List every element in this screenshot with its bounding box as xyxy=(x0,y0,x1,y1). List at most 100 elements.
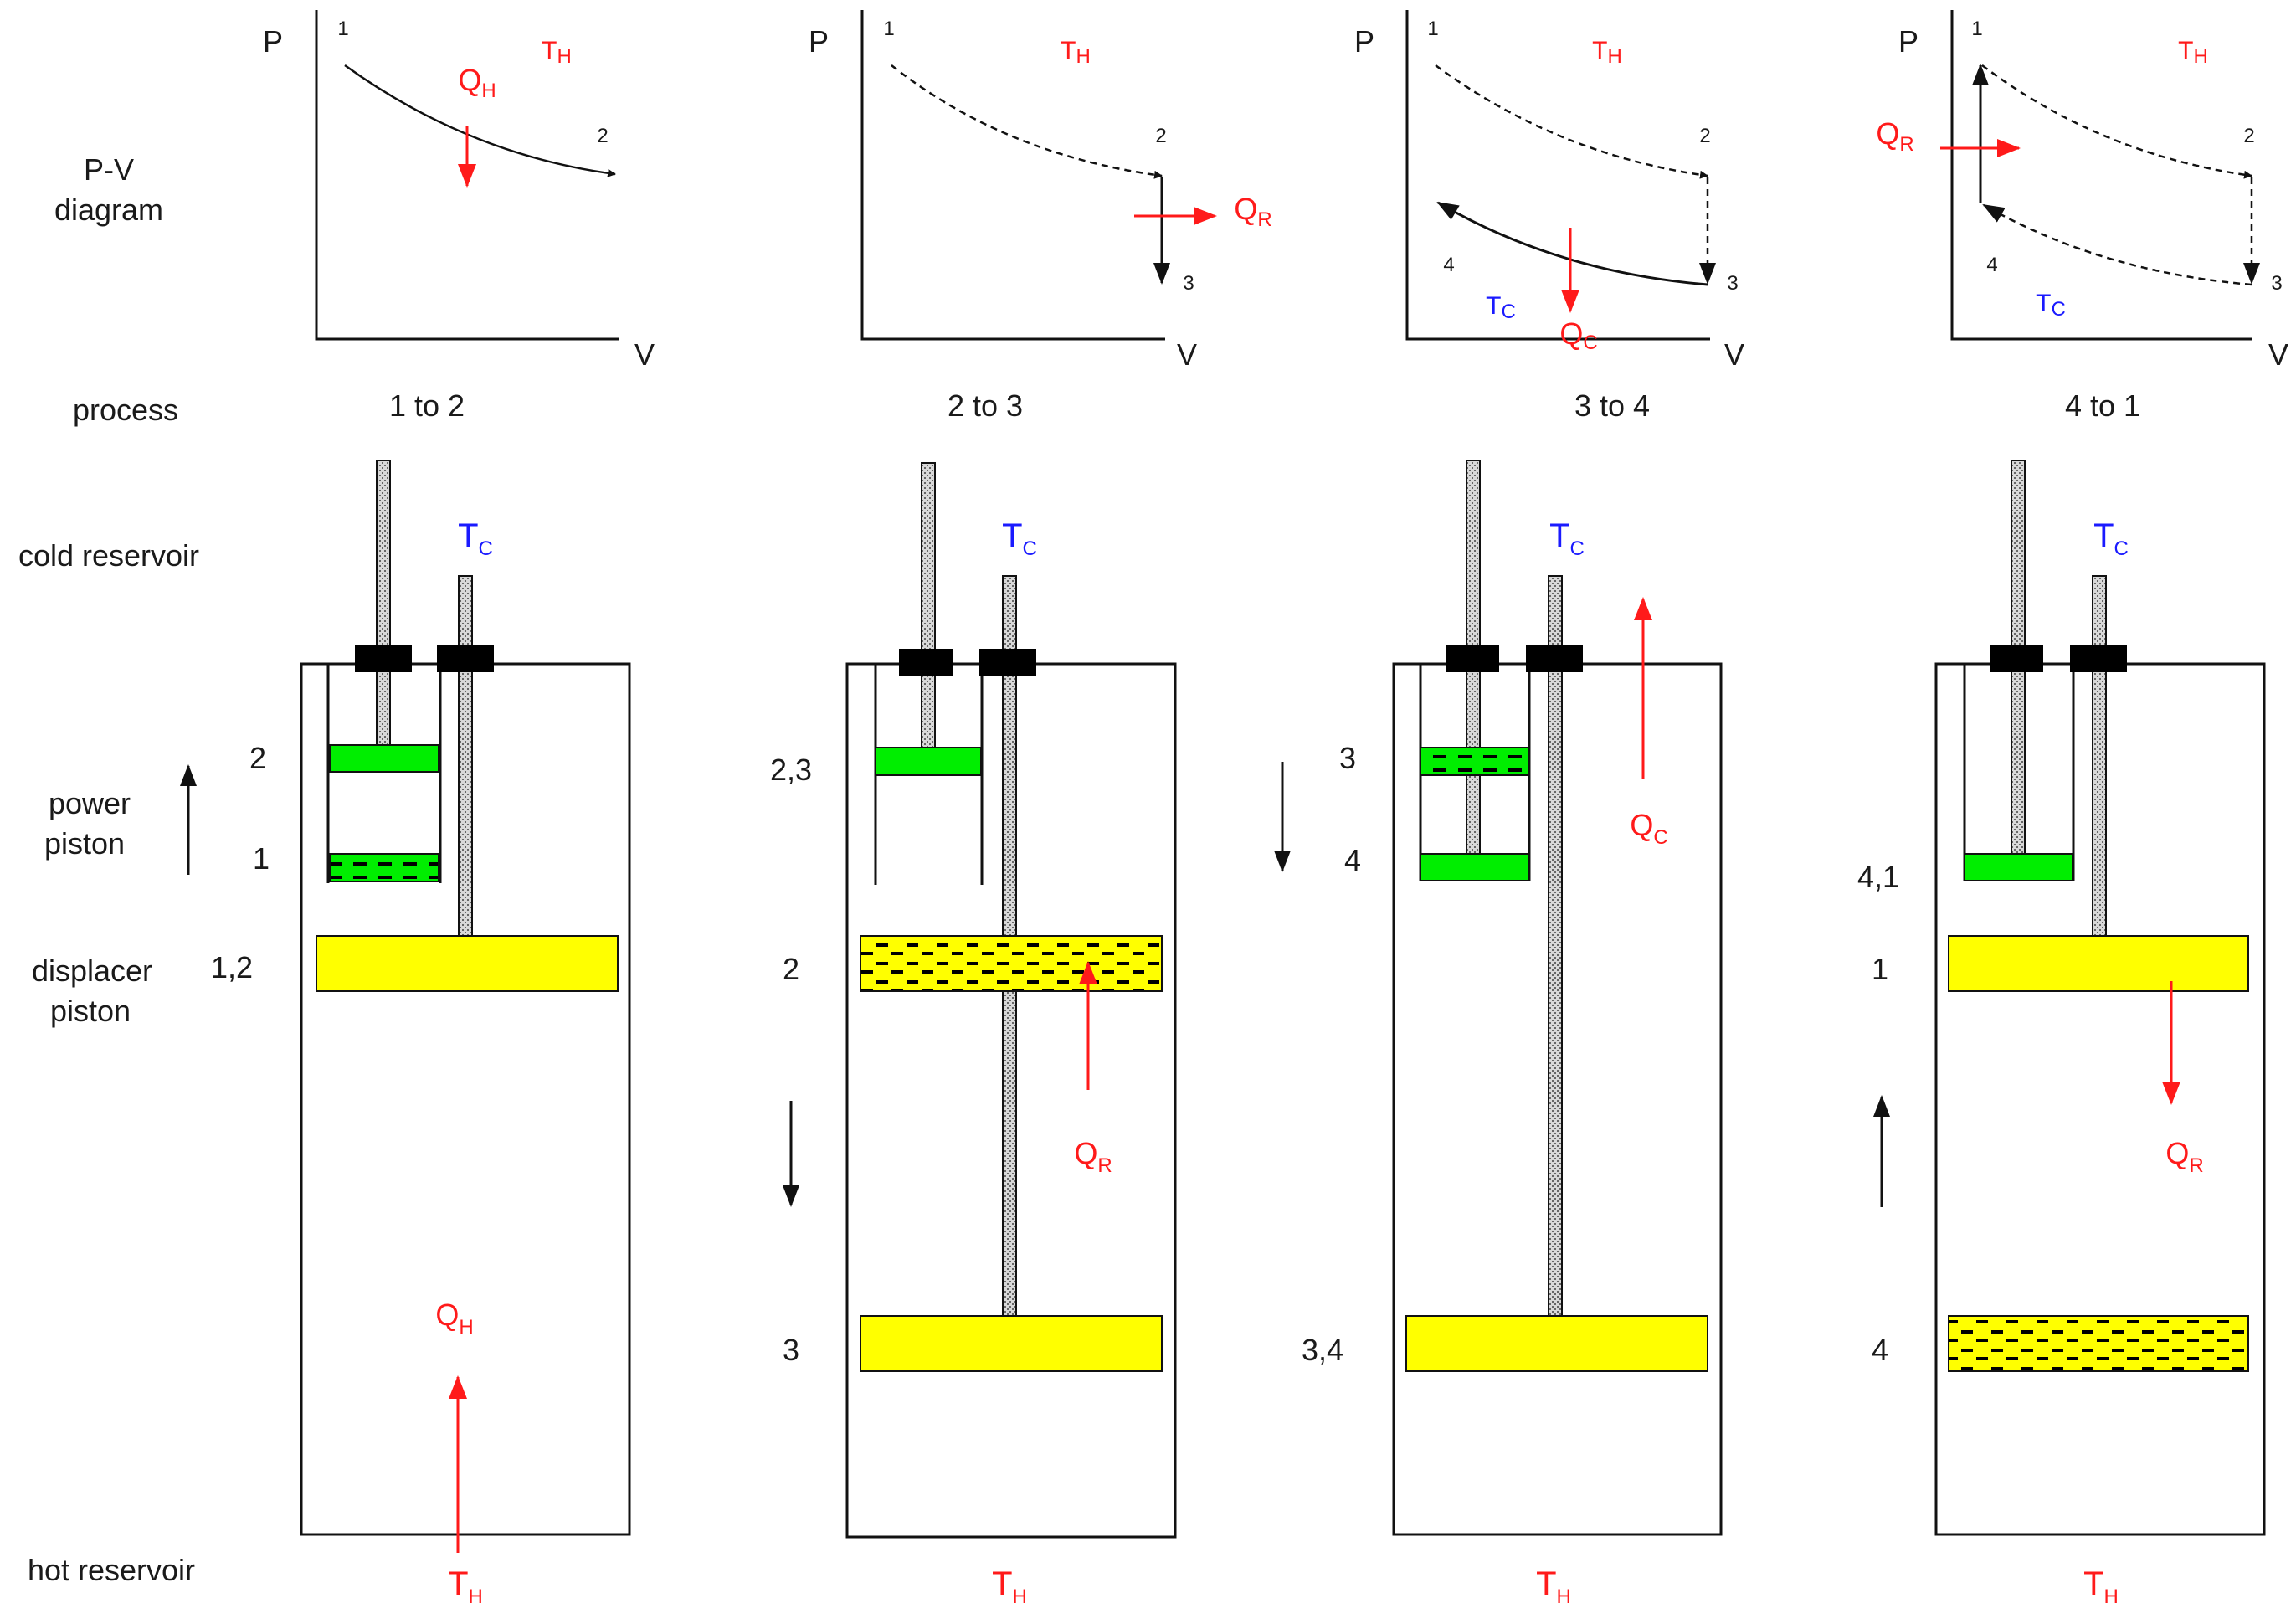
displacer-rod-seal xyxy=(979,649,1036,676)
displacer-piston xyxy=(316,935,619,992)
state-power-3: 3 xyxy=(1339,741,1356,775)
pv-point-1: 1 xyxy=(1427,18,1438,40)
panel-4: P V 1 2 3 4 TH TC QR 4 to 1 TC xyxy=(1857,10,2288,1608)
cylinder-3 xyxy=(1392,460,1723,1536)
displacer-piston-rod xyxy=(458,575,473,937)
isotherm-hot-dashed xyxy=(1981,64,2252,179)
pv-axes xyxy=(315,10,619,341)
pv-point-1: 1 xyxy=(883,18,894,40)
state-power-23: 2,3 xyxy=(770,753,812,787)
displacer-piston xyxy=(860,1315,1163,1372)
state-power-1: 1 xyxy=(253,841,270,876)
label-qr-pv: QR xyxy=(1234,192,1271,231)
label-qc-pv: QC xyxy=(1559,316,1597,354)
pv-diagram-4: P V 1 2 3 4 TH TC QR xyxy=(1876,10,2288,372)
power-piston xyxy=(1420,853,1529,881)
power-piston-previous xyxy=(329,853,439,882)
state-power-41: 4,1 xyxy=(1857,860,1899,894)
displacer-rod-seal xyxy=(437,645,494,672)
state-displacer-1: 1 xyxy=(1872,952,1888,986)
power-piston-previous xyxy=(1420,747,1529,776)
axis-p: P xyxy=(263,24,283,59)
panel-3: P V 1 2 3 4 TH TC QC 3 to 4 TC xyxy=(1274,10,1744,1608)
displacer-rod-seal xyxy=(2070,645,2127,672)
axis-v: V xyxy=(634,337,655,372)
row-labels: P-V diagram process cold reservoir power… xyxy=(18,152,199,1587)
axis-v: V xyxy=(1724,337,1744,372)
label-tc-4: TC xyxy=(2093,517,2129,560)
process-label-3: 3 to 4 xyxy=(1574,388,1650,423)
label-th-pv: TH xyxy=(542,37,572,68)
pv-diagram-1: P V 1 2 TH QH xyxy=(263,10,655,372)
process-label-4: 4 to 1 xyxy=(2065,388,2140,423)
label-qr-cylinder: QR xyxy=(1074,1136,1112,1177)
row-label-cold-reservoir: cold reservoir xyxy=(18,538,199,573)
label-th-pv: TH xyxy=(2178,37,2208,68)
pv-point-4: 4 xyxy=(1986,254,1997,276)
isotherm-hot-dashed xyxy=(891,64,1163,179)
power-rod-seal xyxy=(1446,645,1499,672)
row-label-power-1: power xyxy=(49,786,131,820)
row-label-displacer-1: displacer xyxy=(32,953,152,988)
displacer-piston xyxy=(1405,1315,1708,1372)
axis-v: V xyxy=(1177,337,1197,372)
label-th-1: TH xyxy=(448,1565,483,1608)
axis-p: P xyxy=(1898,24,1918,59)
power-rod-seal xyxy=(899,649,953,676)
row-label-pv-2: diagram xyxy=(54,193,163,227)
displacer-rod-seal xyxy=(1526,645,1583,672)
pv-axes xyxy=(1405,10,1710,341)
power-piston-rod xyxy=(921,462,936,748)
label-qr-cylinder: QR xyxy=(2165,1136,2203,1177)
pv-point-3: 3 xyxy=(1727,272,1738,295)
pv-point-4: 4 xyxy=(1443,254,1454,276)
row-label-pv-1: P-V xyxy=(84,152,134,187)
power-piston xyxy=(1964,853,2073,881)
displacer-piston-previous xyxy=(860,935,1163,992)
pv-point-3: 3 xyxy=(1183,272,1194,295)
label-qh-cylinder: QH xyxy=(435,1298,473,1339)
displacer-piston-rod xyxy=(1548,575,1563,1317)
label-qr-pv: QR xyxy=(1876,116,1913,156)
isotherm-cold-solid xyxy=(1436,201,1708,286)
label-qh-pv: QH xyxy=(458,63,496,102)
label-th-3: TH xyxy=(1536,1565,1571,1608)
pv-diagram-2: P V 1 2 3 TH QR xyxy=(809,10,1272,372)
label-tc-3: TC xyxy=(1549,517,1585,560)
state-power-2: 2 xyxy=(249,741,266,775)
row-label-process: process xyxy=(73,393,178,427)
isotherm-hot-dashed xyxy=(1435,64,1708,179)
label-tc-1: TC xyxy=(458,517,493,560)
label-th-pv: TH xyxy=(1061,37,1091,68)
pv-point-1: 1 xyxy=(337,18,348,40)
pv-point-2: 2 xyxy=(1699,125,1710,147)
cylinder-4 xyxy=(1934,460,2266,1536)
displacer-piston-rod xyxy=(2092,575,2107,937)
row-label-displacer-2: piston xyxy=(50,994,131,1028)
cylinder-2 xyxy=(845,462,1177,1539)
power-rod-seal xyxy=(355,645,412,672)
power-piston xyxy=(875,747,982,776)
isotherm-cold-dashed xyxy=(1982,203,2252,286)
cylinder-1 xyxy=(300,460,631,1536)
label-th-pv: TH xyxy=(1592,37,1622,68)
pv-point-2: 2 xyxy=(597,125,608,147)
row-label-power-2: piston xyxy=(44,826,125,861)
pv-axes xyxy=(860,10,1165,341)
process-label-2: 2 to 3 xyxy=(948,388,1023,423)
axis-p: P xyxy=(1354,24,1374,59)
axis-v: V xyxy=(2268,337,2288,372)
pv-point-1: 1 xyxy=(1971,18,1982,40)
power-piston xyxy=(329,744,439,773)
pv-point-2: 2 xyxy=(2243,125,2254,147)
panel-2: P V 1 2 3 TH QR 2 to 3 TC QR 2, xyxy=(770,10,1272,1608)
panel-1: P V 1 2 TH QH 1 to 2 TC 2 1 1,2 QH xyxy=(180,10,655,1608)
power-rod-seal xyxy=(1990,645,2043,672)
power-piston-rod xyxy=(376,460,391,746)
label-th-2: TH xyxy=(992,1565,1027,1608)
state-displacer-34: 3,4 xyxy=(1302,1333,1343,1367)
state-displacer-12: 1,2 xyxy=(211,950,253,984)
label-tc-pv: TC xyxy=(2036,290,2066,321)
isotherm-hot-solid xyxy=(344,64,616,177)
